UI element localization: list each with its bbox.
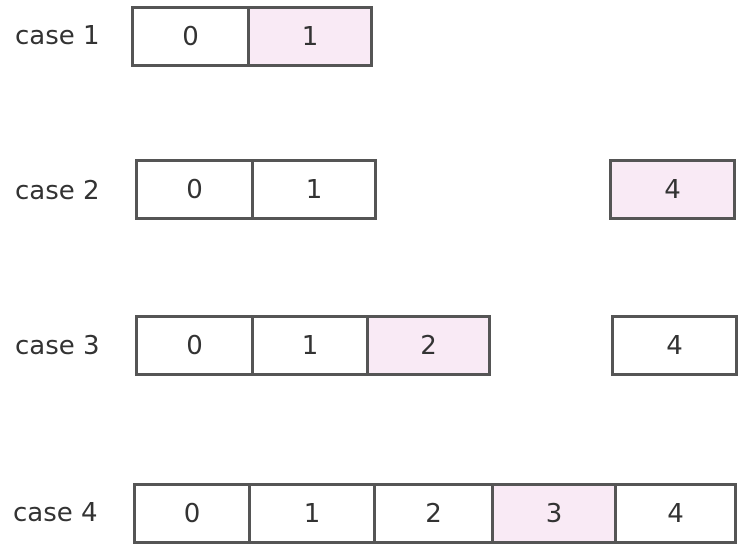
- array-cell: 0: [135, 315, 254, 376]
- array-cell: 4: [614, 483, 737, 544]
- case-label: case 3: [15, 331, 100, 361]
- case-label: case 1: [15, 21, 100, 51]
- case-label: case 2: [15, 176, 100, 206]
- array-cell-highlighted: 4: [609, 159, 736, 220]
- array-cell-highlighted: 3: [491, 483, 617, 544]
- array-cell: 1: [251, 315, 369, 376]
- array-cell-highlighted: 2: [366, 315, 491, 376]
- array-cell: 0: [135, 159, 254, 220]
- array-cell-highlighted: 1: [247, 6, 373, 67]
- case-label: case 4: [13, 498, 98, 528]
- array-cell: 0: [133, 483, 251, 544]
- array-cell: 4: [611, 315, 738, 376]
- array-cell: 2: [373, 483, 494, 544]
- array-cell: 0: [131, 6, 250, 67]
- array-cell: 1: [248, 483, 376, 544]
- array-cell: 1: [251, 159, 377, 220]
